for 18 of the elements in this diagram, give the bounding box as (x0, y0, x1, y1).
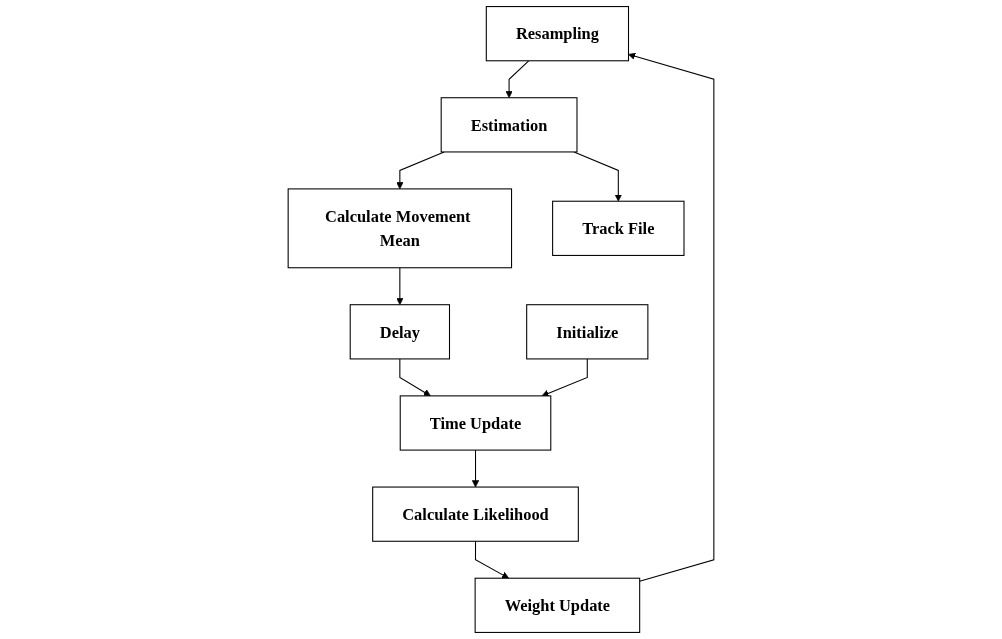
arrow (396, 151, 445, 190)
node-box: Delay (349, 304, 451, 360)
node-box: Weight Update (474, 577, 641, 633)
node-box: Initialize (526, 304, 649, 360)
arrow (541, 358, 588, 397)
arrow (505, 60, 530, 99)
node-box: Track File (552, 200, 685, 256)
arrow (399, 358, 431, 397)
arrow (573, 151, 622, 202)
node-box: Calculate Movement Mean (287, 188, 513, 269)
node-box: Estimation (440, 97, 578, 153)
arrow (628, 52, 715, 582)
node-box: Time Update (399, 395, 552, 451)
arrow (396, 267, 404, 306)
node-box: Resampling (485, 6, 630, 62)
node-box: Calculate Likelihood (372, 486, 579, 542)
arrow (474, 540, 510, 579)
arrow (471, 449, 480, 488)
